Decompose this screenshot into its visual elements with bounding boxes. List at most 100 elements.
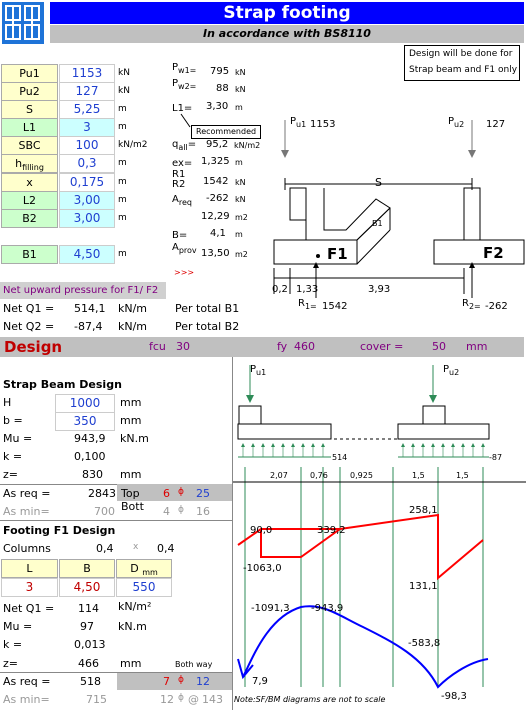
footing-asreq-value: 518 (80, 675, 101, 688)
strap-b-input[interactable]: 350 (55, 412, 115, 431)
arrows-indicator: >>> (174, 268, 195, 277)
callout-icon (180, 113, 191, 128)
sketch-r1-value: 1542 (322, 301, 348, 312)
footing-d-input[interactable]: 550 (116, 578, 172, 597)
sf-label-5: 131,1 (409, 581, 438, 592)
bm-label-1: -1091,3 (251, 603, 290, 614)
top-bar-count: 6 (163, 487, 170, 500)
bm-label-2: -943,9 (311, 603, 344, 614)
top-bar-dia: 25 (196, 487, 210, 500)
sfbm-diagram (233, 365, 526, 689)
dim-2: 0,76 (310, 471, 328, 480)
input-value-l2[interactable]: 3,00 (59, 191, 115, 210)
input-value-l1[interactable]: 3 (59, 118, 115, 137)
design-title: Design (4, 338, 63, 356)
bott-bar-count: 4 (163, 505, 170, 518)
strap-beam-title: Strap Beam Design (3, 378, 122, 391)
input-value-pu2[interactable]: 127 (59, 82, 115, 101)
footing-mu-value: 97 (80, 620, 94, 633)
design-note: Design will be done for Strap beam and F… (404, 45, 520, 81)
footing-bar-count: 7 (163, 675, 170, 688)
strap-z-value: 830 (82, 468, 103, 481)
input-label-pu1: Pu1 (1, 64, 58, 83)
b-calc-value: 4,1 (210, 228, 226, 239)
input-value-b1[interactable]: 4,50 (59, 245, 115, 264)
strap-mu-value: 943,9 (74, 432, 106, 445)
input-label-s: S (1, 100, 58, 119)
footing-q1-value: 114 (78, 602, 99, 615)
footing-b-value: 4,50 (59, 578, 115, 597)
input-value-x[interactable]: 0,175 (59, 173, 115, 192)
sketch-pu2-value: 127 (486, 119, 506, 130)
udl-q2-label: -87 (489, 453, 503, 462)
r2-value: -262 (206, 193, 229, 204)
diagram-note: Note:SF/BM diagrams are not to scale (234, 695, 386, 704)
net-q1-value: 514,1 (74, 302, 106, 315)
sf-label-4: -1063,0 (243, 563, 282, 574)
dim-1: 2,07 (270, 471, 288, 480)
input-label-pu2: Pu2 (1, 82, 58, 101)
input-value-pu1[interactable]: 1153 (59, 64, 115, 83)
input-unit-x: m (118, 177, 127, 187)
input-label-l1: L1 (1, 118, 58, 137)
dim-3: 0,925 (350, 471, 373, 480)
input-label-h: hfilling (1, 154, 58, 173)
udl-q1-label: 514 (332, 453, 348, 462)
r1-value: 1542 (203, 176, 229, 187)
qall-value: 95,2 (206, 139, 229, 150)
input-unit-l2: m (118, 195, 127, 205)
input-unit-b2: m (118, 213, 127, 223)
bm-label-4: 7,9 (252, 676, 268, 687)
sf-label-1: 90,0 (250, 525, 273, 536)
input-unit-pu1: kN (118, 68, 130, 78)
footing-z-value: 466 (78, 657, 99, 670)
dim-4: 1,5 (412, 471, 425, 480)
footing-bar-dia: 12 (196, 675, 210, 688)
column-b-value: 0,4 (157, 542, 175, 555)
footing-k-value: 0,013 (74, 638, 106, 651)
input-label-x: x (1, 173, 58, 192)
l1-calc-value: 3,30 (206, 101, 229, 112)
input-label-l2: L2 (1, 191, 58, 210)
fy-value: 460 (294, 340, 315, 353)
footing-l-value: 3 (1, 578, 58, 597)
net-pressure-header: Net upward pressure for F1/ F2 (0, 282, 166, 299)
design-header (0, 337, 524, 357)
input-label-b2: B2 (1, 209, 58, 228)
column-a-value: 0,4 (96, 542, 114, 555)
pw1-value: 795 (210, 66, 230, 77)
bott-bar-dia: 16 (196, 505, 210, 518)
page-subtitle: In accordance with BS8110 (50, 25, 524, 43)
aprov-value: 13,50 (201, 248, 230, 259)
input-label-sbc: SBC (1, 136, 58, 155)
logo-icon (5, 5, 40, 40)
input-value-b2[interactable]: 3,00 (59, 209, 115, 228)
footing-asmin-value: 715 (86, 693, 107, 706)
bm-label-3: -583,8 (408, 638, 441, 649)
sketch-pu1-value: 1153 (310, 119, 336, 130)
input-unit-b1: m (118, 249, 127, 259)
strap-asreq-value: 2843 (88, 487, 116, 500)
input-value-h[interactable]: 0,3 (59, 154, 115, 173)
bm-label-5: -98,3 (441, 691, 467, 702)
page-title: Strap footing (50, 2, 524, 24)
input-value-s[interactable]: 5,25 (59, 100, 115, 119)
strap-h-input[interactable]: 1000 (55, 394, 115, 413)
input-unit-s: m (118, 104, 127, 114)
input-unit-pu2: kN (118, 86, 130, 96)
footing-f1-title: Footing F1 Design (3, 524, 116, 537)
footing-sketch (273, 120, 525, 298)
net-q2-value: -87,4 (74, 320, 103, 333)
f2-label: F2 (483, 244, 504, 262)
areq-value: 12,29 (201, 211, 230, 222)
app-logo (2, 2, 44, 44)
sf-label-3: 258,1 (409, 505, 438, 516)
cover-value: 50 (432, 340, 446, 353)
strap-k-value: 0,100 (74, 450, 106, 463)
input-value-sbc[interactable]: 100 (59, 136, 115, 155)
sketch-r2-value: -262 (485, 301, 508, 312)
input-unit-l1: m (118, 122, 127, 132)
input-label-b1: B1 (1, 245, 58, 264)
f1-label: F1 (327, 245, 348, 263)
fcu-value: 30 (176, 340, 190, 353)
